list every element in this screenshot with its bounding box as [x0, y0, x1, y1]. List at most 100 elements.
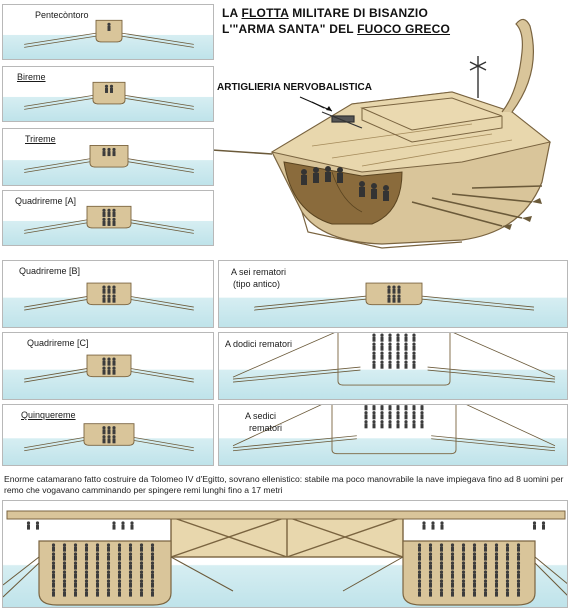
rower-body: [404, 363, 408, 369]
rower-head: [128, 552, 133, 556]
rower-head: [150, 570, 155, 574]
ship-svg: [24, 81, 194, 110]
ship-svg: [253, 282, 535, 311]
callout-arrow-icon: [298, 95, 338, 115]
rower-head: [417, 543, 422, 547]
rower-body: [542, 524, 545, 530]
oar: [24, 435, 95, 449]
rower-body: [372, 336, 376, 342]
rower-head: [380, 333, 384, 337]
rower-head: [112, 426, 116, 430]
catamaran-svg: [3, 510, 567, 606]
oar: [24, 217, 96, 231]
rower-body: [63, 564, 66, 570]
rower-head: [450, 543, 455, 547]
rower-head: [505, 588, 510, 592]
rower-head: [494, 588, 499, 592]
ship-panel-left: Trireme: [2, 128, 214, 186]
rower-head: [107, 217, 111, 221]
rower-body: [404, 345, 408, 351]
rower-head: [102, 147, 106, 152]
oar: [24, 220, 96, 234]
rower-head: [461, 543, 466, 547]
rower-body: [96, 591, 99, 597]
rower-head: [440, 521, 444, 525]
oar: [120, 160, 194, 173]
rower-body: [473, 582, 476, 588]
rower-body: [36, 524, 39, 530]
rower-body: [107, 546, 110, 552]
rower-body: [484, 555, 487, 561]
rower-head: [404, 342, 408, 346]
dromon-ship-svg: [211, 18, 552, 249]
rower-body: [112, 288, 116, 294]
rower-head: [62, 570, 67, 574]
rower-body: [380, 354, 384, 360]
rower-head: [107, 294, 111, 298]
rower-head: [128, 579, 133, 583]
oar: [410, 294, 535, 308]
rower-head: [388, 333, 392, 337]
rower-body: [495, 591, 498, 597]
rower-body: [462, 555, 465, 561]
rower-body: [364, 423, 368, 429]
oar: [24, 34, 102, 48]
rower-head: [516, 552, 521, 556]
rower-body: [380, 363, 384, 369]
rower-body: [151, 591, 154, 597]
rower-body: [129, 573, 132, 579]
oar: [410, 297, 535, 311]
rower-head: [112, 294, 116, 298]
rower-body: [429, 546, 432, 552]
rower-head: [106, 543, 111, 547]
ship-panel-left: Quadrireme [C]: [2, 332, 214, 400]
rower-head: [472, 561, 477, 565]
rower-head: [516, 579, 521, 583]
rower-body: [27, 524, 30, 530]
rower-head: [62, 552, 67, 556]
rower-head: [62, 579, 67, 583]
rower-head: [51, 588, 56, 592]
rower-head: [102, 426, 106, 430]
rower-body: [107, 360, 111, 366]
hull: [86, 282, 132, 306]
rower-head: [422, 521, 426, 525]
rower-body: [440, 564, 443, 570]
rower-body: [404, 423, 408, 429]
rower-body: [112, 524, 116, 530]
rower-body: [396, 414, 400, 420]
oar: [431, 438, 556, 452]
title-line-2: L'"ARMA SANTA" DEL FUOCO GRECO: [222, 22, 451, 36]
rower-head: [372, 333, 376, 337]
rower-head: [417, 561, 422, 565]
rower-head: [483, 552, 488, 556]
rower-head: [532, 521, 537, 525]
rower-body: [372, 354, 376, 360]
rower-body: [412, 423, 416, 429]
rower-head: [117, 579, 122, 583]
rower-head: [404, 360, 408, 364]
oar: [122, 369, 194, 383]
oar: [116, 31, 194, 45]
rower-body: [429, 591, 432, 597]
rower-head: [107, 285, 111, 289]
rower-body: [96, 555, 99, 561]
rower-body: [151, 582, 154, 588]
ship-label: Bireme: [17, 72, 46, 82]
rower-body: [63, 591, 66, 597]
rower-body: [451, 573, 454, 579]
rower-body: [372, 423, 376, 429]
rower-body: [396, 423, 400, 429]
rower-head: [412, 420, 416, 424]
ship-panel-left: Quinquereme: [2, 404, 214, 466]
rower-body: [431, 524, 435, 530]
rower-head: [139, 561, 144, 565]
rower-head: [95, 543, 100, 547]
oar: [232, 366, 361, 380]
rower-head: [461, 552, 466, 556]
artillery-callout: ARTIGLIERIA NERVOBALISTICA: [217, 82, 373, 93]
rower-body: [451, 591, 454, 597]
rower-head: [450, 561, 455, 565]
rower-head: [388, 420, 392, 424]
